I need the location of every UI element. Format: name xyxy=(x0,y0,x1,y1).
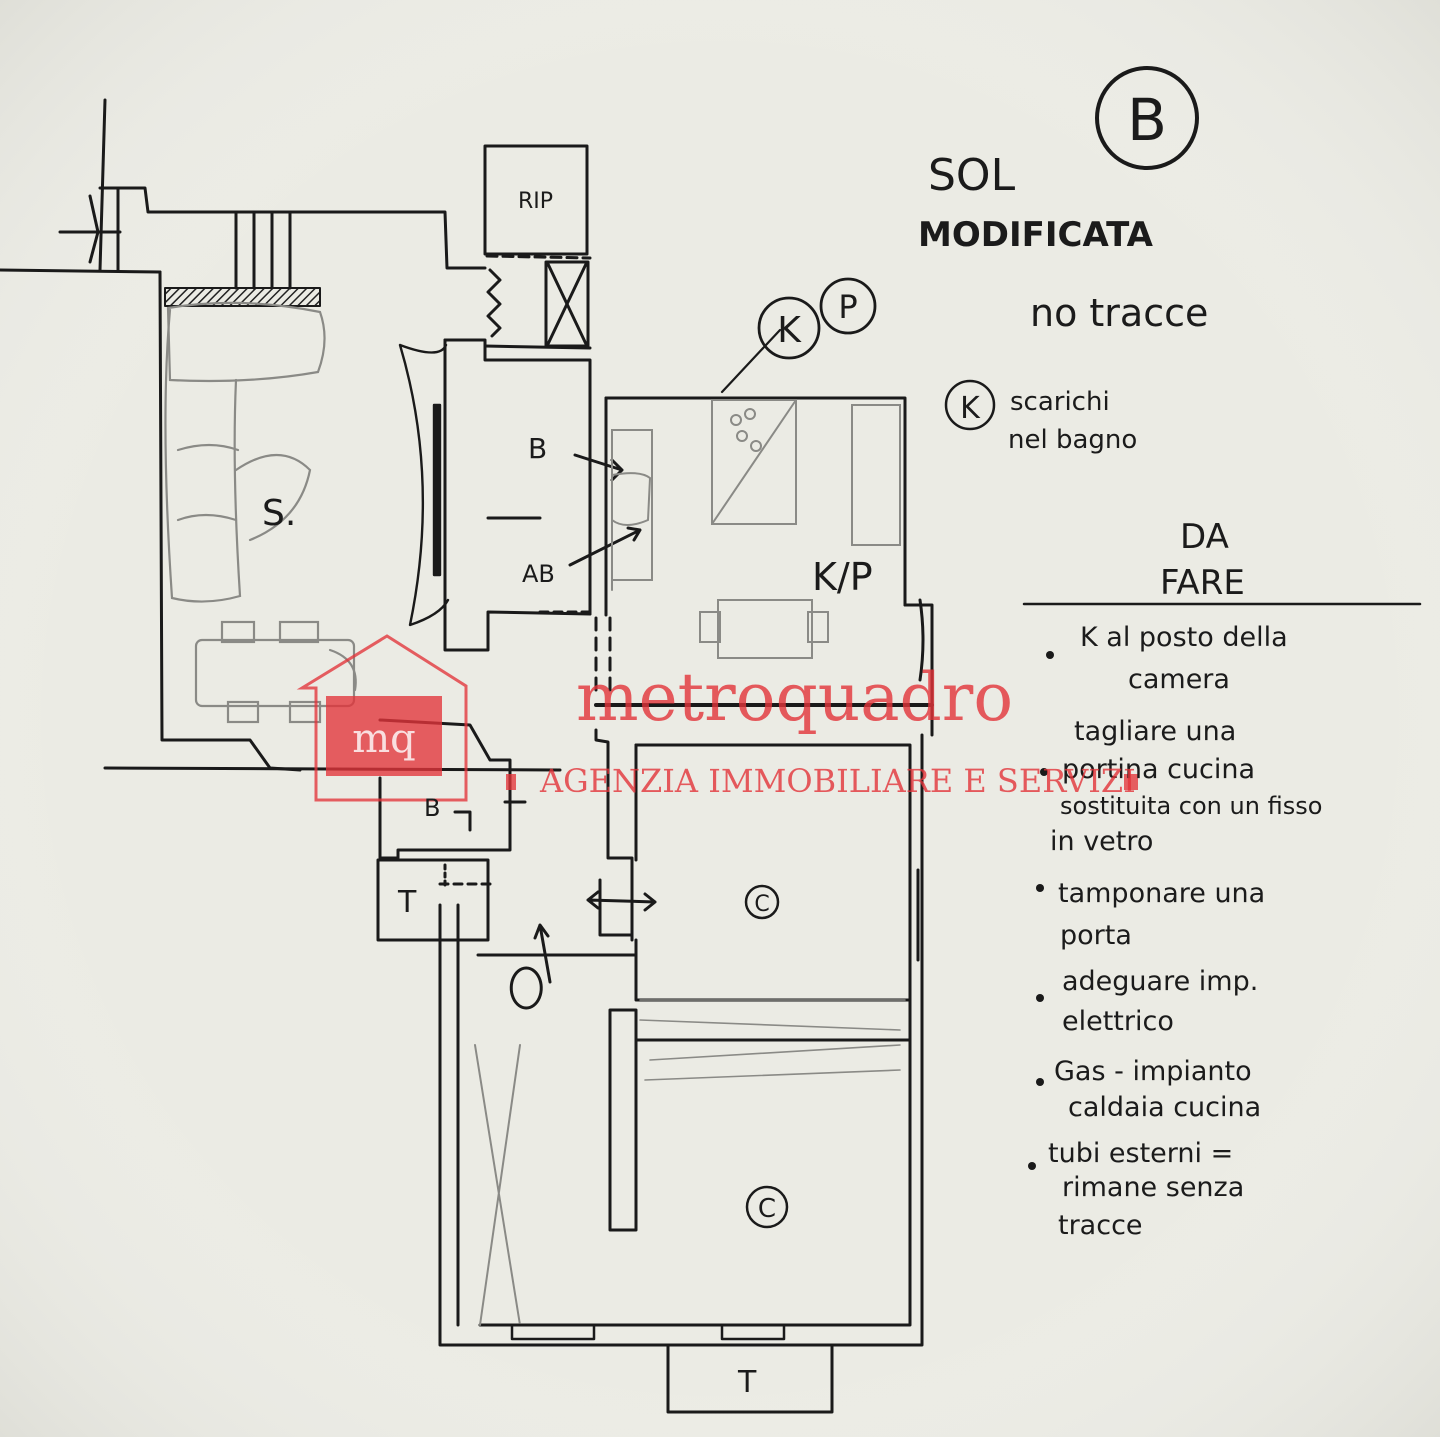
staircase xyxy=(164,210,321,307)
bathroom-walls xyxy=(443,338,642,652)
kp-leader-line xyxy=(720,328,782,394)
title-line-2: MODIFICATA xyxy=(918,215,1154,255)
watermark xyxy=(296,634,1138,802)
todo-item-5-line-1: Gas - impianto xyxy=(1054,1056,1252,1087)
todo-item-3-line-2: porta xyxy=(1060,920,1132,951)
header-badge: B xyxy=(1095,66,1199,170)
brand-tagline: AGENZIA IMMOBILIARE E SERVIZI xyxy=(539,762,1136,800)
label-terrace-bottom: T xyxy=(737,1365,757,1400)
todo-item-6-line-1: tubi esterni = xyxy=(1048,1138,1233,1169)
watermark-text: mq metroquadro AGENZIA IMMOBILIARE E SER… xyxy=(352,659,1136,800)
logo-mark xyxy=(326,696,442,776)
logo-text: mq xyxy=(352,716,416,762)
rip-closet xyxy=(483,144,592,350)
todo-item-1-line-1: K al posto della xyxy=(1080,622,1288,653)
terrace-bottom xyxy=(666,1343,834,1414)
todo-item-2-line-3: sostituita con un fisso xyxy=(1060,792,1322,820)
todo-item-1-line-2: camera xyxy=(1128,664,1230,695)
badge-letter: B xyxy=(1127,86,1167,154)
bedroom-walls xyxy=(438,733,924,1347)
note-line-2: nel bagno xyxy=(1008,425,1137,455)
label-ab: AB xyxy=(522,560,555,588)
note-line-1: scarichi xyxy=(1010,387,1110,417)
todo-item-5-line-2: caldaia cucina xyxy=(1068,1092,1261,1123)
label-terrace-left: T xyxy=(397,885,417,920)
note-mark: K xyxy=(960,391,981,426)
todo-item-3-line-1: tamponare una xyxy=(1058,878,1265,909)
label-camera-2: C xyxy=(758,1194,776,1224)
todo-item-2-line-4: in vetro xyxy=(1050,826,1153,857)
label-kitchen: K/P xyxy=(812,555,873,599)
todo-heading-line-2: FARE xyxy=(1160,563,1245,603)
label-small-bath: B xyxy=(424,794,440,822)
bedroom-pencil-shading xyxy=(639,999,906,1081)
todo-item-6-line-2: rimane senza xyxy=(1062,1172,1244,1203)
label-rip: RIP xyxy=(518,189,553,214)
dining-table-sketch xyxy=(194,620,357,724)
todo-heading: DA FARE xyxy=(1160,517,1245,603)
kitchen-walls xyxy=(594,396,934,737)
brand-name: metroquadro xyxy=(576,659,1013,736)
small-bath-walls xyxy=(376,718,527,942)
kitchen-furniture-sketch xyxy=(611,399,901,659)
todo-heading-line-1: DA xyxy=(1180,517,1229,557)
title-line-1: SOL xyxy=(928,150,1016,201)
todo-item-6-line-3: tracce xyxy=(1058,1210,1143,1241)
label-bath: B xyxy=(528,432,547,465)
todo-item-2-line-2: portina cucina xyxy=(1062,754,1255,785)
todo-item-4-line-2: elettrico xyxy=(1062,1006,1174,1037)
todo-list: K al posto della camera tagliare una por… xyxy=(1028,622,1322,1241)
tag-p: P xyxy=(838,288,857,326)
living-room-walls xyxy=(0,98,562,772)
todo-item-4-line-1: adeguare imp. xyxy=(1062,966,1258,997)
room-labels: RIP B AB S. K P K/P B T C C T xyxy=(262,189,877,1400)
label-camera-1: C xyxy=(754,892,769,917)
corridor xyxy=(586,616,657,942)
bottom-windows xyxy=(510,1323,786,1341)
sofa-sketch xyxy=(164,301,326,603)
subtitle: no tracce xyxy=(1030,291,1208,335)
label-soggiorno: S. xyxy=(262,493,296,534)
tag-k: K xyxy=(777,310,802,351)
todo-item-2-line-1: tagliare una xyxy=(1074,716,1236,747)
note-scarichi: K scarichi nel bagno xyxy=(944,379,1137,455)
